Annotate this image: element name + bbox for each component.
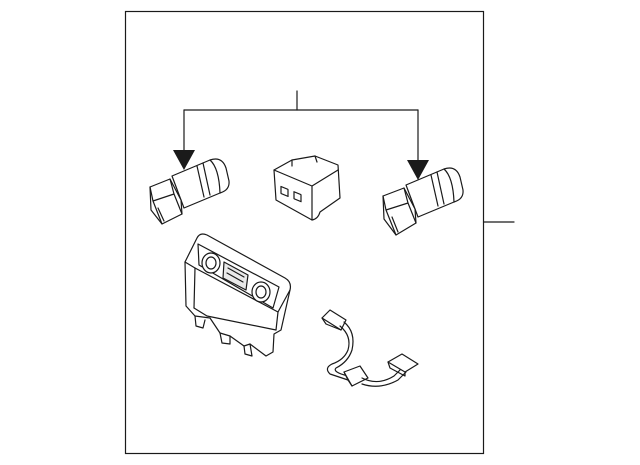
connector-block-icon xyxy=(273,155,341,221)
arrow-down-icon-left xyxy=(173,150,195,170)
panel-knob-right xyxy=(251,281,271,303)
callout-bracket xyxy=(173,90,429,180)
assembly-frame xyxy=(124,10,485,455)
panel-knob-left xyxy=(201,252,221,274)
wire-harness-icon xyxy=(321,309,419,387)
control-panel-icon xyxy=(184,233,292,357)
connector-pin-right xyxy=(293,191,302,203)
connector-pin-left xyxy=(280,185,289,198)
push-button-switch-icon xyxy=(149,158,230,225)
push-button-switch-icon xyxy=(382,167,464,236)
arrow-down-icon-right xyxy=(407,160,429,180)
